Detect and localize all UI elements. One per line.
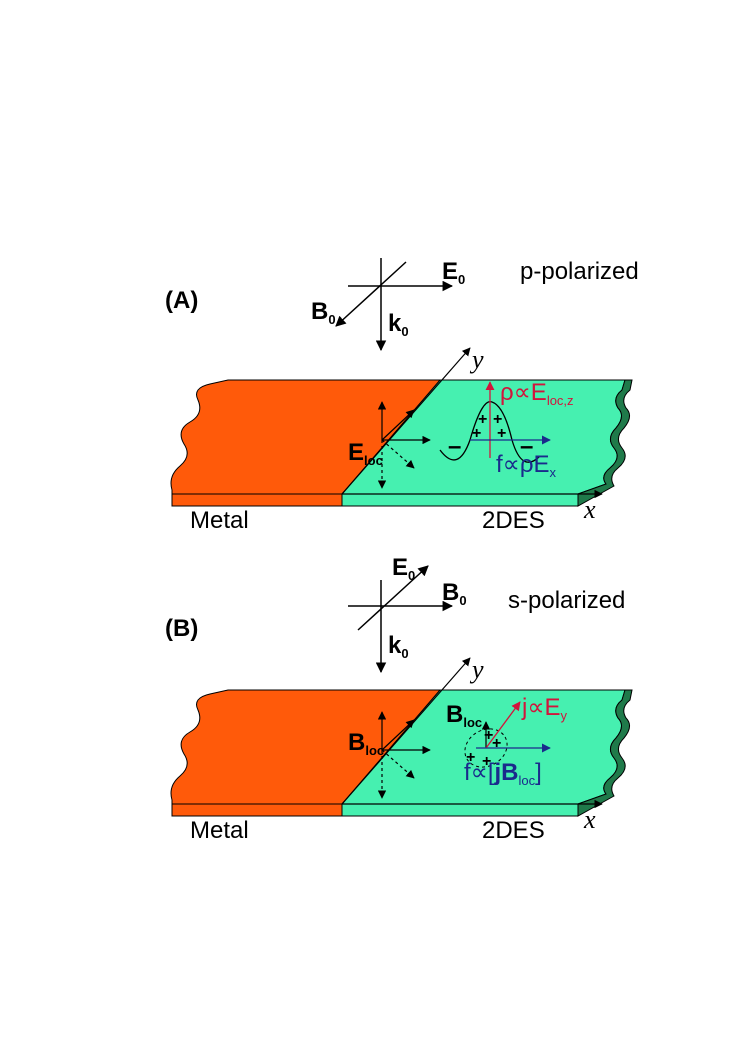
lorentz-equation: f∝[jBloc] xyxy=(464,759,542,788)
y-axis-line-b xyxy=(341,657,471,805)
y-axis-line xyxy=(341,347,471,495)
incident-diagonal xyxy=(335,261,407,327)
plus-2: + xyxy=(493,411,502,428)
plus-b4: + xyxy=(482,753,491,770)
metal-slab-front-b xyxy=(171,803,343,817)
current-equation: j∝Ey xyxy=(521,694,567,723)
des-slab-front-b xyxy=(341,803,579,817)
plus-4: + xyxy=(497,425,506,442)
x-axis-label-b: x xyxy=(583,805,596,834)
panel-b: y x E0 B0 k0 (B) s-polarized Bloc + + + … xyxy=(165,554,633,844)
k0-label: k0 xyxy=(388,310,409,339)
panel-a: y x E0 B0 k0 (A) p-polarized Eloc + + + … xyxy=(165,258,639,534)
plus-b3: + xyxy=(466,749,475,766)
y-axis-label-b: y xyxy=(469,655,484,684)
eloc-label: Eloc xyxy=(348,439,383,468)
k0-label-b: k0 xyxy=(388,632,409,661)
minus-2: – xyxy=(520,433,533,460)
incident-diagonal-b xyxy=(357,565,429,631)
y-axis-label: y xyxy=(469,345,484,374)
b0-label: B0 xyxy=(311,298,336,327)
force-equation: f∝ρEx xyxy=(496,451,556,480)
x-axis-label: x xyxy=(583,495,596,524)
des-label-b: 2DES xyxy=(482,817,545,844)
plus-1: + xyxy=(478,411,487,428)
eloc-dashed-diag-arrow xyxy=(381,439,415,469)
metal-slab-front xyxy=(171,493,343,507)
des-slab-front xyxy=(341,493,579,507)
e0-label-b: E0 xyxy=(392,554,415,583)
metal-label-a: Metal xyxy=(190,507,249,534)
plus-3: + xyxy=(472,425,481,442)
minus-1: – xyxy=(448,433,461,460)
b0-label-b: B0 xyxy=(442,579,467,608)
metal-slab-top-b xyxy=(170,689,442,805)
inner-bloc-label: Bloc xyxy=(446,701,482,730)
plus-b1: + xyxy=(484,727,493,744)
p-polarized-label: p-polarized xyxy=(520,258,639,285)
plus-b2: + xyxy=(492,735,501,752)
s-polarized-label: s-polarized xyxy=(508,587,625,614)
current-loop xyxy=(464,728,508,768)
metal-slab-top xyxy=(170,379,442,495)
panel-a-label: (A) xyxy=(165,287,198,314)
des-label-a: 2DES xyxy=(482,507,545,534)
rho-equation: ρ∝Eloc,z xyxy=(500,379,574,408)
e0-label: E0 xyxy=(442,258,465,287)
bloc-label: Bloc xyxy=(348,729,384,758)
metal-label-b: Metal xyxy=(190,817,249,844)
bloc-dashed-diag-arrow xyxy=(381,749,415,779)
panel-b-label: (B) xyxy=(165,615,198,642)
eloc-diag-arrow xyxy=(381,409,415,441)
current-arrow xyxy=(485,701,521,749)
bloc-diag-arrow xyxy=(381,719,415,751)
charge-wave xyxy=(439,401,541,463)
